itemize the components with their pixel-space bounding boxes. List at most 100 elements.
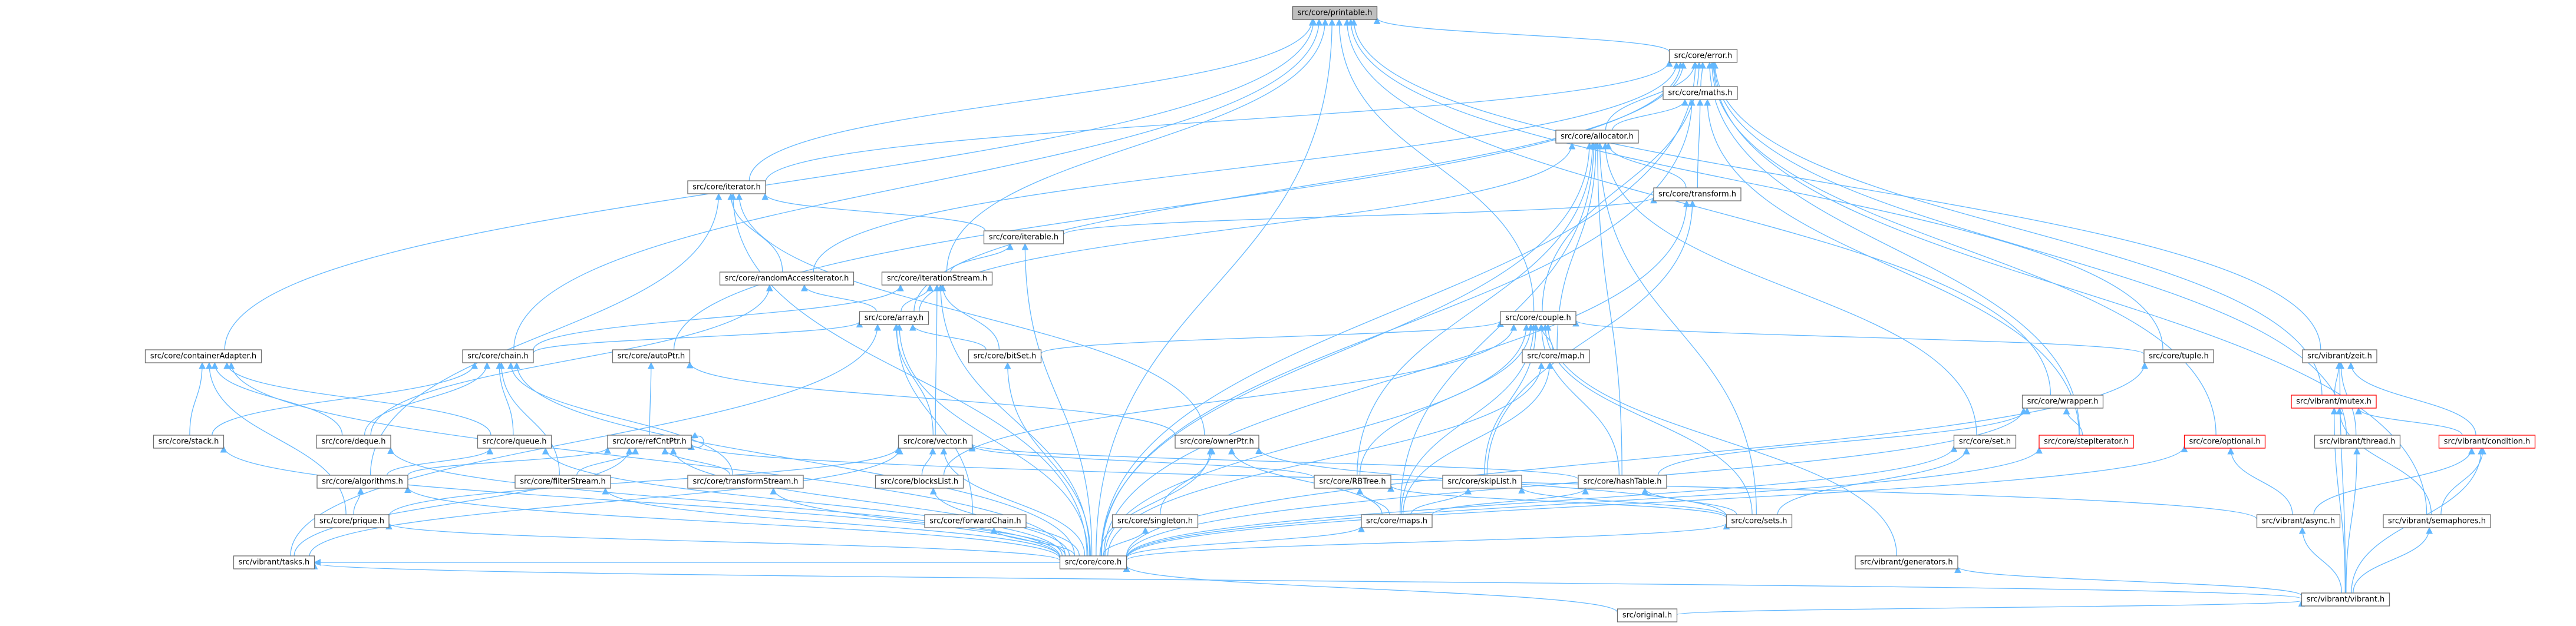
graph-node[interactable]: src/vibrant/condition.h — [2438, 435, 2536, 449]
dependency-edge — [1605, 142, 1687, 188]
graph-node[interactable]: src/core/blocksList.h — [875, 475, 964, 489]
edge-line — [729, 193, 1087, 557]
graph-node[interactable]: src/core/bitSet.h — [968, 349, 1042, 363]
graph-node[interactable]: src/vibrant/vibrant.h — [2301, 592, 2390, 607]
graph-node[interactable]: src/core/hashTable.h — [1578, 475, 1667, 489]
graph-node[interactable]: src/core/iterationStream.h — [881, 271, 993, 286]
node-label: src/core/allocator.h — [1561, 133, 1634, 141]
graph-node[interactable]: src/core/core.h — [1059, 555, 1127, 569]
node-box — [1617, 608, 1678, 622]
node-box — [612, 349, 691, 363]
graph-node[interactable]: src/core/prique.h — [314, 514, 390, 528]
node-box — [1555, 130, 1639, 144]
dependency-edge — [1102, 526, 1149, 557]
graph-node[interactable]: src/core/refCntPtr.h — [607, 435, 692, 449]
node-box — [1663, 86, 1738, 100]
graph-node[interactable]: src/vibrant/tasks.h — [233, 555, 315, 569]
dependency-edge — [661, 447, 731, 476]
node-label: src/core/map.h — [1527, 352, 1584, 361]
graph-node[interactable]: src/core/stepIterator.h — [2039, 435, 2134, 449]
graph-node[interactable]: src/core/containerAdapter.h — [144, 349, 262, 363]
dependency-edge — [1004, 362, 1091, 557]
graph-node[interactable]: src/core/ownerPtr.h — [1175, 435, 1259, 449]
dependency-edge — [496, 362, 514, 436]
graph-node[interactable]: src/core/skipList.h — [1442, 475, 1522, 489]
graph-node[interactable]: src/vibrant/zeit.h — [2302, 349, 2377, 363]
graph-node[interactable]: src/core/maths.h — [1663, 86, 1738, 100]
graph-node[interactable]: src/core/chain.h — [462, 349, 534, 363]
dependency-edge — [353, 487, 364, 515]
graph-node[interactable]: src/vibrant/semaphores.h — [2383, 514, 2491, 528]
node-box — [1175, 435, 1259, 449]
graph-node[interactable]: src/core/error.h — [1668, 49, 1738, 63]
graph-node[interactable]: src/core/iterable.h — [983, 230, 1064, 244]
graph-node[interactable]: src/core/RBTree.h — [1314, 475, 1391, 489]
edge-line — [2298, 526, 2343, 594]
graph-node[interactable]: src/core/filterStream.h — [514, 475, 611, 489]
graph-node[interactable]: src/core/stack.h — [153, 435, 225, 449]
dependency-edge — [2063, 407, 2083, 436]
dependency-edge — [1596, 142, 1757, 515]
node-label: src/core/error.h — [1674, 52, 1733, 61]
dependency-edge — [892, 323, 934, 436]
graph-node[interactable]: src/core/vector.h — [898, 435, 973, 449]
node-label: src/core/tuple.h — [2149, 352, 2208, 361]
graph-node[interactable]: src/core/map.h — [1522, 349, 1590, 363]
graph-node[interactable]: src/vibrant/generators.h — [1855, 555, 1958, 569]
graph-node[interactable]: src/vibrant/thread.h — [2314, 435, 2401, 449]
dependency-edge — [1954, 566, 2303, 597]
graph-node[interactable]: src/core/maps.h — [1361, 514, 1433, 528]
graph-node[interactable]: src/core/couple.h — [1500, 311, 1576, 325]
node-label: src/core/algorithms.h — [322, 478, 403, 486]
graph-node[interactable]: src/original.h — [1617, 608, 1678, 622]
edge-line — [1126, 525, 1365, 558]
graph-node[interactable]: src/core/sets.h — [1726, 514, 1793, 528]
dependency-edge — [1657, 407, 2031, 476]
edge-line — [1605, 61, 1698, 131]
dependency-edge — [1676, 599, 2305, 615]
dependency-edge — [407, 446, 611, 476]
graph-node[interactable]: src/vibrant/mutex.h — [2291, 395, 2377, 409]
graph-node[interactable]: src/core/printable.h — [1292, 6, 1378, 20]
graph-node[interactable]: src/core/optional.h — [2184, 435, 2266, 449]
edge-line — [1104, 323, 1530, 557]
edge-line — [2347, 362, 2476, 436]
graph-node[interactable]: src/core/forwardChain.h — [924, 514, 1027, 528]
graph-node[interactable]: src/core/allocator.h — [1555, 130, 1639, 144]
node-label: src/core/printable.h — [1298, 9, 1373, 18]
dependency-edge — [918, 142, 1576, 312]
dependency-edge — [939, 284, 1000, 350]
graph-node[interactable]: src/core/randomAccessIterator.h — [719, 271, 855, 286]
graph-node[interactable]: src/core/transformStream.h — [687, 475, 804, 489]
dependency-edge — [1126, 445, 2188, 559]
edge-line — [1676, 599, 2305, 615]
dependency-edge — [311, 562, 2303, 599]
edge-line — [801, 284, 877, 312]
graph-node[interactable]: src/core/queue.h — [477, 435, 552, 449]
graph-node[interactable]: src/core/array.h — [859, 311, 929, 325]
node-label: src/vibrant/zeit.h — [2307, 352, 2372, 361]
dependency-edge — [1538, 323, 1553, 350]
graph-node[interactable]: src/vibrant/async.h — [2256, 514, 2341, 528]
edge-line — [901, 284, 934, 312]
graph-node[interactable]: src/core/deque.h — [316, 435, 391, 449]
graph-node[interactable]: src/core/wrapper.h — [2021, 395, 2104, 409]
edge-line — [387, 447, 494, 476]
edge-line — [533, 284, 904, 350]
dependency-edge — [513, 18, 1323, 350]
dependency-edge — [2346, 447, 2361, 594]
graph-node[interactable]: src/core/set.h — [1953, 435, 2017, 449]
dependency-edge — [647, 362, 655, 436]
edge-line — [1710, 61, 2347, 436]
edge-line — [1123, 565, 1618, 613]
dependency-edge — [686, 361, 1176, 436]
graph-node[interactable]: src/core/iterator.h — [687, 180, 766, 194]
graph-node[interactable]: src/core/singleton.h — [1111, 514, 1199, 528]
graph-node[interactable]: src/core/transform.h — [1653, 187, 1741, 201]
dependency-edge — [1777, 447, 1970, 515]
edge-line — [813, 61, 1680, 273]
graph-node[interactable]: src/core/autoPtr.h — [612, 349, 691, 363]
graph-node[interactable]: src/core/tuple.h — [2143, 349, 2214, 363]
node-box — [477, 435, 552, 449]
graph-node[interactable]: src/core/algorithms.h — [316, 475, 408, 489]
